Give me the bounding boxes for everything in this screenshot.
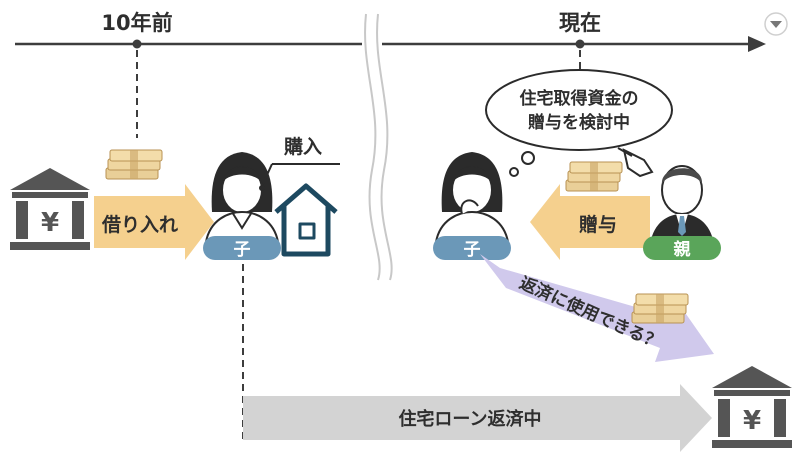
woman-icon (204, 152, 280, 243)
money-stack-icon (105, 149, 163, 180)
past-marker (132, 39, 142, 49)
money-stack-icon (631, 293, 689, 324)
man-icon (650, 165, 714, 244)
parent-badge: 親 (643, 236, 721, 260)
child-badge-label: 子 (234, 240, 251, 260)
past-label: 10年前 (101, 11, 172, 35)
timeline-arrowhead (748, 36, 766, 52)
gift-arrow: 贈与 (530, 184, 650, 260)
thought-bubble: 住宅取得資金の 贈与を検討中 (485, 69, 673, 177)
borrow-arrow: 借り入れ (94, 184, 214, 260)
purchase-label: 購入 (284, 135, 322, 158)
dropdown-chevron-icon[interactable] (764, 12, 788, 36)
present-marker (575, 39, 585, 49)
loan-repayment-arrow: 住宅ローン返済中 (243, 384, 712, 452)
purchase-callout: 購入 (259, 135, 340, 191)
bank-bottom-yen-symbol: ¥ (743, 406, 761, 436)
gift-label: 贈与 (579, 213, 617, 236)
present-label: 現在 (559, 11, 601, 35)
money-stack-icon (565, 161, 623, 192)
thought-line-2: 贈与を検討中 (528, 112, 630, 133)
bank-icon: ¥ (712, 366, 792, 448)
thought-line-1: 住宅取得資金の (520, 88, 639, 109)
child-badge-left: 子 (203, 236, 281, 260)
parent-badge-label: 親 (674, 239, 691, 260)
borrow-label: 借り入れ (101, 213, 178, 236)
child-badge-right: 子 (433, 236, 511, 260)
timeline: 10年前 現在 (15, 11, 766, 52)
loan-label: 住宅ローン返済中 (398, 408, 541, 430)
bank-icon: ¥ (10, 168, 90, 250)
child-badge-right-label: 子 (464, 240, 481, 260)
pointing-hand-icon (617, 147, 654, 178)
woman-icon (434, 152, 510, 243)
bank-yen-symbol: ¥ (41, 208, 59, 238)
time-break (364, 13, 393, 281)
house-icon (274, 183, 338, 257)
